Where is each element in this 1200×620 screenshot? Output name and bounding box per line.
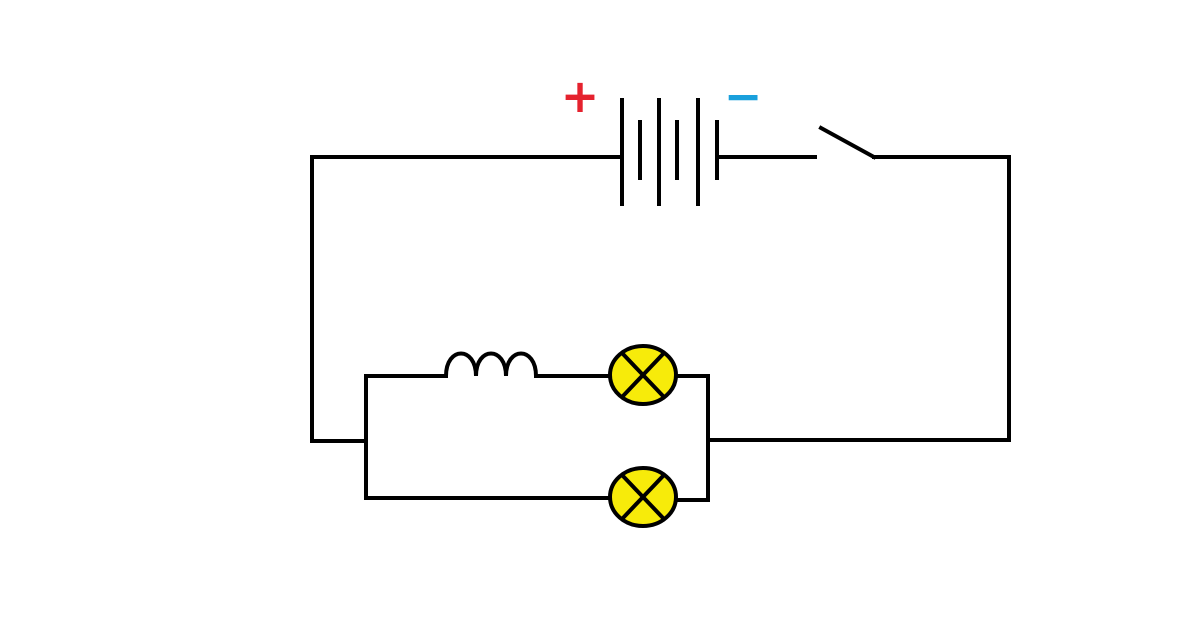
inductor-coil-icon [443, 351, 539, 379]
switch-lever[interactable] [818, 125, 877, 160]
lamp-cross-upper-b [619, 350, 667, 400]
main-loop-wires [310, 155, 1011, 443]
lamp-cross-lower-b [619, 472, 667, 522]
parallel-section [364, 351, 710, 502]
battery-negative-label: − [724, 69, 763, 123]
lamp-icon [608, 344, 678, 406]
battery-icon [620, 98, 719, 206]
battery-positive-label: + [561, 69, 600, 123]
switch-open-icon[interactable] [818, 125, 877, 160]
lamp-icon [608, 466, 678, 528]
